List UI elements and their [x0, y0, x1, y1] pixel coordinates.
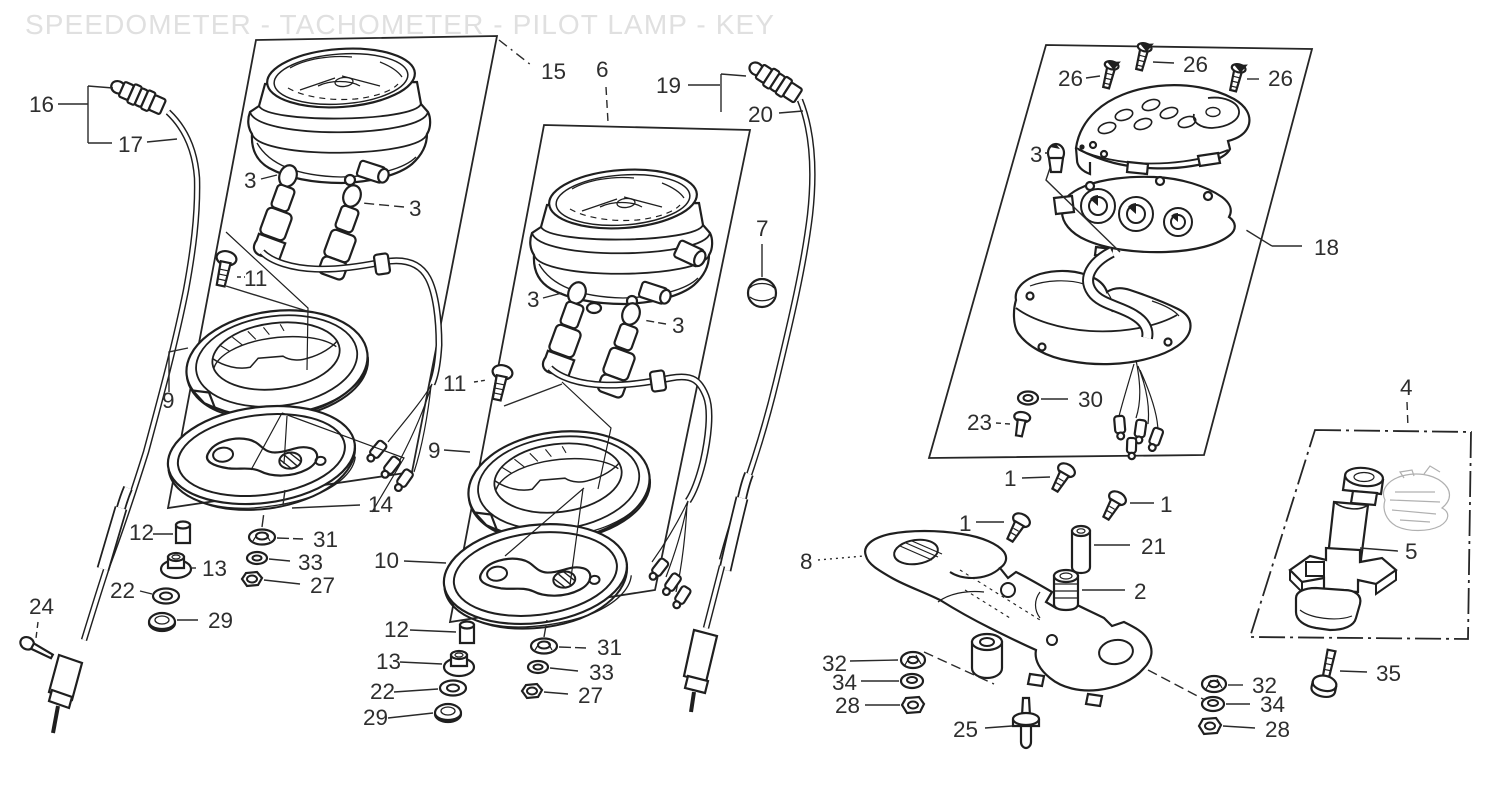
svg-text:1: 1 [1004, 466, 1017, 491]
svg-text:14: 14 [368, 492, 393, 517]
svg-text:33: 33 [589, 660, 614, 685]
svg-text:31: 31 [597, 635, 622, 660]
svg-text:28: 28 [1265, 717, 1290, 742]
svg-text:12: 12 [384, 617, 409, 642]
svg-text:26: 26 [1268, 66, 1293, 91]
svg-text:6: 6 [596, 57, 609, 82]
svg-text:25: 25 [953, 717, 978, 742]
svg-text:18: 18 [1314, 235, 1339, 260]
svg-text:3: 3 [672, 313, 685, 338]
svg-text:12: 12 [129, 520, 154, 545]
svg-text:11: 11 [244, 266, 267, 291]
svg-text:1: 1 [959, 511, 972, 536]
svg-text:26: 26 [1058, 66, 1083, 91]
svg-text:3: 3 [1030, 142, 1043, 167]
svg-text:32: 32 [822, 651, 847, 676]
svg-text:31: 31 [313, 527, 338, 552]
svg-text:30: 30 [1078, 387, 1103, 412]
svg-text:15: 15 [541, 59, 566, 84]
svg-text:23: 23 [967, 410, 992, 435]
svg-text:7: 7 [756, 216, 769, 241]
svg-text:27: 27 [578, 683, 603, 708]
svg-text:13: 13 [376, 649, 401, 674]
svg-text:13: 13 [202, 556, 227, 581]
svg-text:3: 3 [527, 287, 540, 312]
svg-text:27: 27 [310, 573, 335, 598]
svg-text:16: 16 [29, 92, 54, 117]
svg-text:34: 34 [1260, 692, 1285, 717]
svg-text:11: 11 [443, 371, 466, 396]
svg-text:35: 35 [1376, 661, 1401, 686]
svg-text:2: 2 [1134, 579, 1147, 604]
svg-text:8: 8 [800, 549, 813, 574]
svg-text:33: 33 [298, 550, 323, 575]
svg-text:29: 29 [363, 705, 388, 730]
svg-text:32: 32 [1252, 673, 1277, 698]
svg-text:4: 4 [1400, 375, 1413, 400]
svg-text:10: 10 [374, 548, 399, 573]
svg-text:22: 22 [370, 679, 395, 704]
svg-text:1: 1 [1160, 492, 1173, 517]
svg-text:9: 9 [162, 388, 175, 413]
svg-text:34: 34 [832, 670, 857, 695]
svg-text:3: 3 [409, 196, 422, 221]
svg-text:21: 21 [1141, 534, 1166, 559]
svg-text:24: 24 [29, 594, 54, 619]
svg-text:19: 19 [656, 73, 681, 98]
svg-text:5: 5 [1405, 539, 1418, 564]
svg-text:28: 28 [835, 693, 860, 718]
svg-text:9: 9 [428, 438, 441, 463]
svg-text:22: 22 [110, 578, 135, 603]
svg-text:SPEEDOMETER - TACHOMETER - PIL: SPEEDOMETER - TACHOMETER - PILOT LAMP - … [25, 9, 775, 40]
svg-text:3: 3 [244, 168, 257, 193]
svg-text:26: 26 [1183, 52, 1208, 77]
svg-text:17: 17 [118, 132, 143, 157]
svg-text:20: 20 [748, 102, 773, 127]
svg-text:29: 29 [208, 608, 233, 633]
